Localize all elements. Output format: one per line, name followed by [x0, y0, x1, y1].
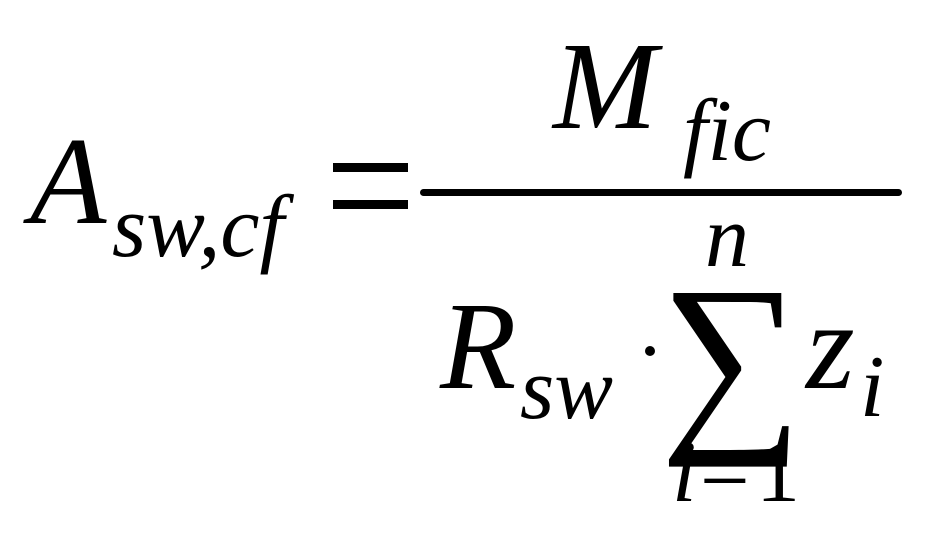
denominator-symbol: R	[440, 278, 517, 416]
sum-lower-variable: i	[672, 424, 697, 521]
sum-symbol: ∑	[660, 247, 803, 468]
sum-upper-limit: n	[705, 189, 749, 286]
numerator-symbol: M	[553, 18, 658, 156]
sum-lower-value: 1	[756, 424, 800, 521]
fraction-line	[420, 189, 902, 196]
numerator-subscript: fic	[683, 83, 771, 180]
multiplication-dot	[645, 346, 655, 356]
denominator-subscript: sw	[520, 341, 613, 438]
sum-lower-equals: =	[700, 424, 750, 521]
term-symbol: z	[806, 278, 855, 416]
term-subscript: i	[860, 339, 885, 436]
lhs-subscript: sw,cf	[112, 179, 284, 276]
lhs-symbol: A	[30, 113, 107, 251]
